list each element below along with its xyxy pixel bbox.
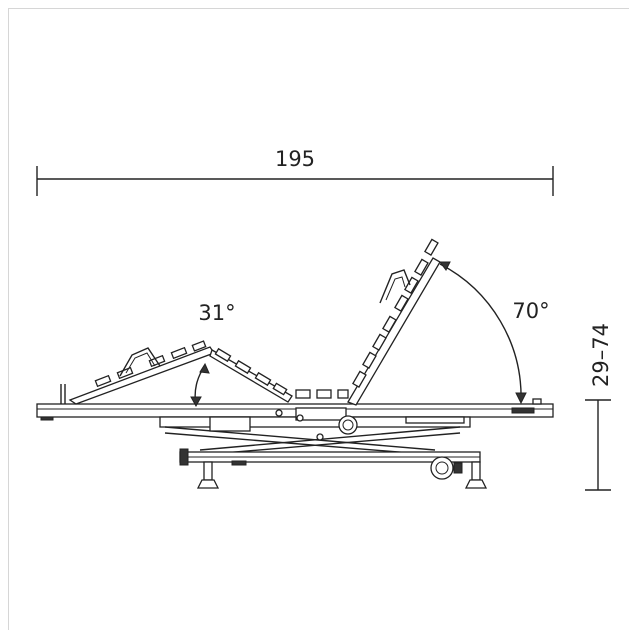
length-label: 195 bbox=[275, 147, 315, 171]
head-section bbox=[347, 238, 441, 406]
height-label: 29–74 bbox=[589, 323, 613, 387]
bed-feet bbox=[196, 461, 488, 489]
leg-angle-label: 31° bbox=[198, 301, 235, 325]
leg-angle-indicator: 31° bbox=[190, 301, 236, 408]
drawing-frame bbox=[8, 8, 629, 630]
length-dimension: 195 bbox=[36, 147, 554, 196]
head-angle-indicator: 70° bbox=[439, 261, 550, 405]
height-dimension: 29–74 bbox=[585, 323, 613, 491]
head-slats bbox=[352, 238, 439, 388]
head-handle bbox=[379, 269, 411, 304]
center-slats bbox=[295, 389, 349, 399]
head-angle-label: 70° bbox=[512, 299, 549, 323]
leg-section bbox=[60, 340, 293, 405]
lift-mechanism bbox=[159, 407, 481, 480]
foot-handle bbox=[119, 347, 161, 377]
leg-slats bbox=[94, 340, 288, 396]
base-board bbox=[36, 398, 554, 421]
